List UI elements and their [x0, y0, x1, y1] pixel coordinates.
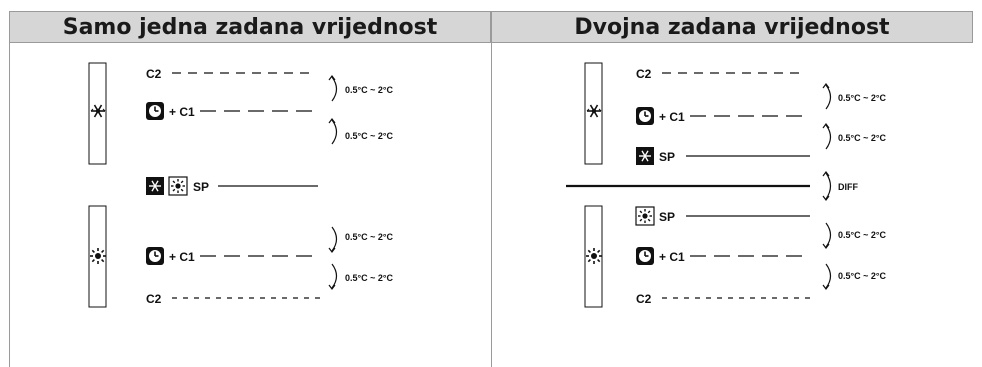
clock-icon	[145, 246, 165, 266]
clock-icon	[145, 101, 165, 121]
right-panel: C2 + C1 0.5°C ~ 2°C 0.5°C ~ 2°C SP DIFF …	[566, 62, 886, 308]
heating-mode-icon	[168, 176, 188, 196]
range-label: 0.5°C ~ 2°C	[345, 131, 393, 141]
range-label: 0.5°C ~ 2°C	[838, 133, 886, 143]
cooling-mode-icon	[635, 146, 655, 166]
range-label: 0.5°C ~ 2°C	[345, 273, 393, 283]
range-label: 0.5°C ~ 2°C	[838, 93, 886, 103]
center-divider	[491, 43, 492, 367]
c2-top-label: C2	[146, 67, 162, 81]
diagram-frame: Samo jedna zadana vrijednost Dvojna zada…	[9, 11, 973, 367]
c1-bottom-label: + C1	[659, 250, 685, 264]
heating-mode-icon	[635, 206, 655, 226]
clock-icon	[635, 246, 655, 266]
range-label: 0.5°C ~ 2°C	[838, 271, 886, 281]
left-border	[9, 43, 10, 367]
cooling-zone-box	[88, 62, 107, 165]
range-label: 0.5°C ~ 2°C	[345, 85, 393, 95]
sun-icon	[89, 247, 107, 265]
sun-icon	[585, 247, 603, 265]
clock-icon	[635, 106, 655, 126]
cooling-mode-icon	[145, 176, 165, 196]
c1-bottom-label: + C1	[169, 250, 195, 264]
sp-heat-label: SP	[659, 210, 675, 224]
sp-cool-label: SP	[659, 150, 675, 164]
c1-top-label: + C1	[169, 105, 195, 119]
c2-bottom-label: C2	[146, 292, 162, 306]
sp-label: SP	[193, 180, 209, 194]
range-label: 0.5°C ~ 2°C	[838, 230, 886, 240]
cooling-zone-box	[584, 62, 603, 165]
diff-label: DIFF	[838, 182, 858, 192]
c2-bottom-label: C2	[636, 292, 652, 306]
right-panel-title: Dvojna zadana vrijednost	[491, 11, 973, 43]
c2-top-label: C2	[636, 67, 652, 81]
c1-top-label: + C1	[659, 110, 685, 124]
left-panel-title: Samo jedna zadana vrijednost	[9, 11, 491, 43]
left-panel: C2 + C1 0.5°C ~ 2°C 0.5°C ~ 2°C SP 0.5°C…	[88, 62, 393, 308]
range-label: 0.5°C ~ 2°C	[345, 232, 393, 242]
